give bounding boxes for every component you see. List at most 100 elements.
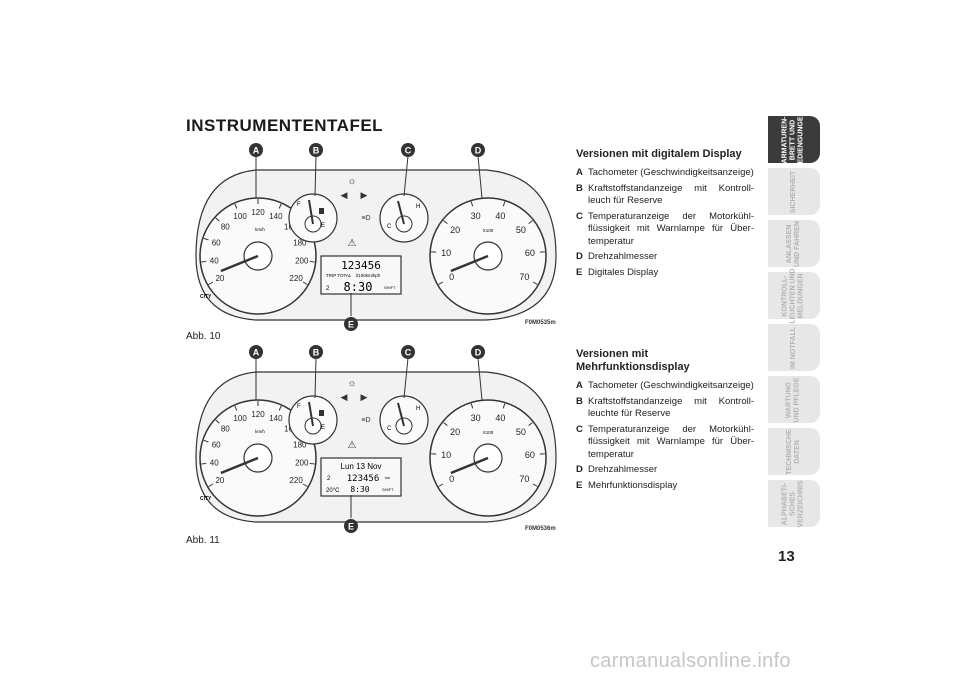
display-temperature: 20°C <box>326 488 340 494</box>
display-consumption-unit: l/100km/kph <box>356 273 381 278</box>
legend-key: A <box>576 167 583 178</box>
callout-leader <box>314 155 317 197</box>
speedometer-tick-label: 80 <box>221 223 230 232</box>
display-date: Lun 13 Nov <box>341 462 382 471</box>
tachometer-tick <box>532 281 538 285</box>
callout-letter: C <box>405 146 412 156</box>
speedometer-tick-label: 200 <box>295 257 309 266</box>
turn-left-icon: ◀ <box>341 190 348 200</box>
tachometer-needle <box>450 456 489 475</box>
headlight-icon: ≡D <box>361 215 370 222</box>
display-clock: 8:30 <box>344 280 373 294</box>
watermark: carmanualsonline.info <box>590 650 791 672</box>
legend-text: Temperaturanzeige der Motorkühl-flüssigk… <box>588 210 754 247</box>
tab-technische-daten[interactable]: TECHNISCHE DATEN <box>768 428 820 475</box>
legend-key: C <box>576 210 583 222</box>
legend-item: C Temperaturanzeige der Motorkühl-flüssig… <box>576 211 754 249</box>
central-display <box>320 457 402 497</box>
callout-letter: E <box>348 320 354 330</box>
speedometer-needle <box>220 254 259 273</box>
tachometer-tick <box>528 220 533 224</box>
temp-label-cold: C <box>387 426 392 432</box>
callout-letter: D <box>475 348 482 358</box>
tachometer-tick <box>438 281 444 285</box>
speedometer-tick <box>234 405 238 411</box>
legend-text: Kraftstoffstandanzeige mit Kontroll-leuc… <box>588 182 754 207</box>
callout-letter: B <box>313 146 320 156</box>
tab-label: ALPHABETI- SCHES VERZEICHNIS <box>782 479 805 528</box>
tab-anlassen[interactable]: ANLASSEN UND FAHREN <box>768 220 820 267</box>
callout-badge <box>309 143 323 157</box>
speedometer-tick <box>278 405 282 411</box>
tab-label: ANLASSEN UND FAHREN <box>785 220 801 267</box>
speedometer-tick <box>215 217 220 222</box>
fuel-label-full: F <box>297 202 301 208</box>
legend-key: B <box>576 182 583 194</box>
headlight-icon: ≡D <box>361 417 370 424</box>
temp-label-cold: C <box>387 224 392 230</box>
section-heading: Versionen mit Mehrfunktionsdisplay <box>576 348 690 373</box>
speedometer-tick-label: 140 <box>269 414 283 423</box>
city-label: CITY <box>200 294 212 300</box>
tachometer-tick-label: 10 <box>441 450 451 460</box>
callout-badge <box>401 143 415 157</box>
display-shift: SHIFT <box>382 487 394 492</box>
tab-label: SICHERHEIT <box>790 170 797 213</box>
speedometer-tick-label: 220 <box>289 274 303 283</box>
legend-key: D <box>576 251 583 262</box>
display-shift: SHIFT <box>384 285 396 290</box>
tab-armaturenbrett[interactable]: ARMATUREN- BRETT UND BEDIENGUNGEN <box>768 111 820 168</box>
speedometer-tick <box>201 260 207 263</box>
figure-code: F0M0536m <box>525 526 556 532</box>
callout-leader <box>403 357 409 399</box>
tab-verzeichnis[interactable]: ALPHABETI- SCHES VERZEICHNIS <box>768 480 820 527</box>
speedometer-tick-label: 80 <box>221 425 230 434</box>
tab-sicherheit[interactable]: SICHERHEIT <box>768 168 820 215</box>
tab-label: WARTUNG UND PFLEGE <box>786 376 801 423</box>
speedometer-tick-label: 100 <box>233 414 247 423</box>
speedometer-tick-label: 220 <box>289 476 303 485</box>
callout-leader <box>477 357 483 401</box>
page-number: 13 <box>778 548 795 565</box>
warning-triangle-icon: ⚠ <box>348 238 357 249</box>
fuel-label-empty: E <box>321 425 325 431</box>
callout-letter: B <box>313 348 320 358</box>
fuel-label-empty: E <box>321 223 325 229</box>
page-title: INSTRUMENTENTAFEL <box>186 116 384 135</box>
callout-badge <box>471 143 485 157</box>
instrument-cluster-illustration: 20406080100120140160180200220km/hCITYFEC… <box>195 143 557 331</box>
tachometer-tick-label: 30 <box>471 413 481 423</box>
speedometer-tick <box>203 439 209 443</box>
callout-letter: E <box>348 522 354 532</box>
tachometer-tick-label: 60 <box>525 450 535 460</box>
turn-right-icon: ▶ <box>361 190 368 200</box>
legend-item: B Kraftstoffstandanzeige mit Kontroll-leu… <box>576 183 754 208</box>
callout-badge <box>401 345 415 359</box>
tachometer-unit: X100 <box>483 430 494 435</box>
legend-text: Kraftstoffstandanzeige mit Kontroll-leuc… <box>588 395 754 420</box>
legend-key: C <box>576 423 583 435</box>
legend-text: Drehzahlmesser <box>588 464 658 475</box>
turn-right-icon: ▶ <box>361 392 368 402</box>
speedometer-tick-label: 180 <box>293 238 307 247</box>
tab-notfall[interactable]: IM NOTFALL <box>768 324 820 371</box>
speedometer-tick-label: 20 <box>215 476 224 485</box>
callout-leader <box>403 155 409 197</box>
tachometer-tick-label: 70 <box>519 272 529 282</box>
speedometer-tick <box>208 281 214 285</box>
instrument-panel-figure-1: 20406080100120140160180200220km/hCITYFEC… <box>186 138 566 338</box>
tab-kontrollleuchten[interactable]: KONTROLL- LEUCHTEN UND MELDUNGEN <box>768 268 820 323</box>
figure-caption: Abb. 11 <box>186 535 220 546</box>
tab-label: KONTROLL- LEUCHTEN UND MELDUNGEN <box>782 267 806 324</box>
speedometer-tick <box>309 462 315 465</box>
speedometer-tick-label: 140 <box>269 212 283 221</box>
display-gear: 2 <box>326 286 330 292</box>
callout-leader <box>314 357 317 399</box>
tachometer-tick-label: 40 <box>495 413 505 423</box>
display-trip-label: TRIP TOTAL <box>326 273 352 278</box>
tab-wartung[interactable]: WARTUNG UND PFLEGE <box>768 376 820 423</box>
